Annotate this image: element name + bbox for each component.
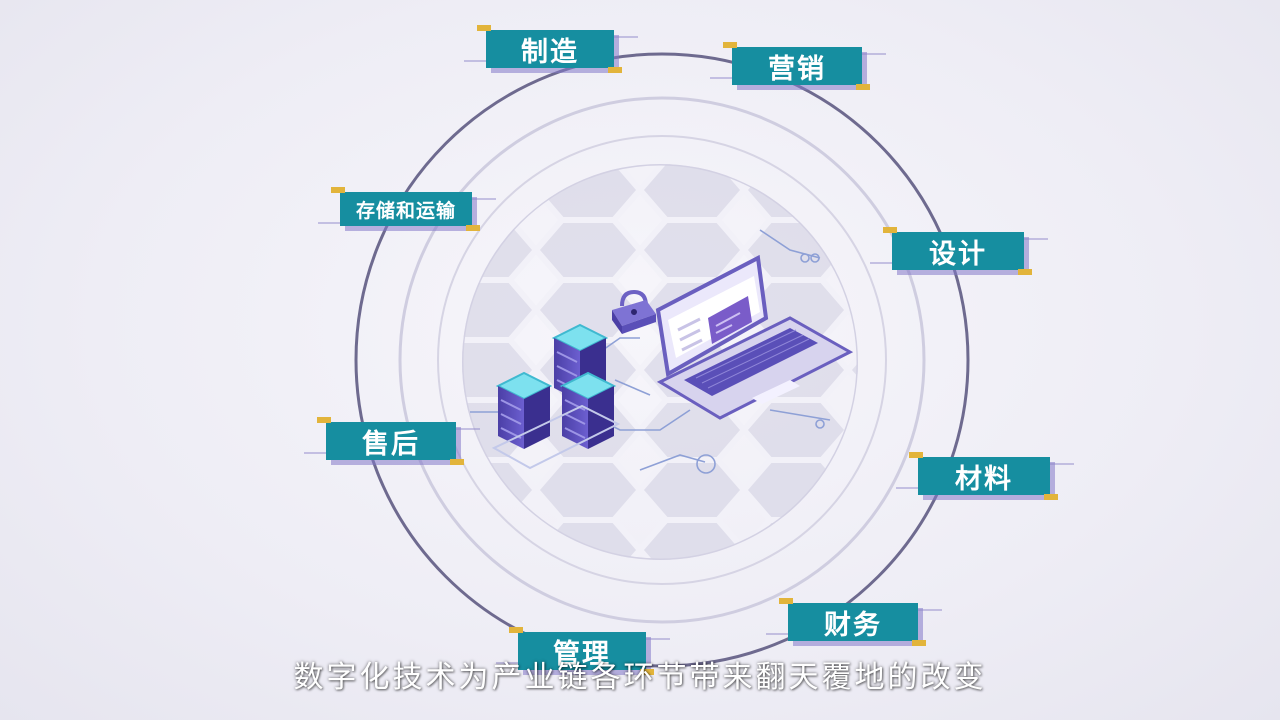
- label-text: 管理: [553, 638, 611, 670]
- label-text: 制造: [521, 36, 579, 68]
- label-text: 财务: [824, 609, 882, 641]
- label-finance: 财务: [766, 598, 942, 646]
- outer-ring: [354, 52, 970, 668]
- server-stack-icon: [491, 323, 621, 470]
- label-after-sales: 售后: [304, 417, 480, 465]
- circuit-lines: [470, 229, 831, 474]
- label-text: 存储和运输: [355, 199, 456, 222]
- label-text: 营销: [768, 53, 826, 85]
- label-marketing: 营销: [710, 42, 886, 90]
- label-text: 材料: [955, 463, 1013, 495]
- label-materials: 材料: [896, 452, 1074, 500]
- video-subtitle: 数字化技术为产业链各环节带来翻天覆地的改变: [293, 660, 987, 695]
- middle-ring: [398, 96, 926, 624]
- inner-ring: [437, 135, 887, 585]
- laptop-icon: [655, 254, 854, 420]
- label-text: 售后: [362, 428, 420, 460]
- label-text: 设计: [929, 238, 987, 270]
- label-management: 管理: [496, 627, 670, 675]
- label-manufacturing: 制造: [464, 25, 638, 73]
- credit-card-icon: [708, 296, 752, 344]
- label-storage-transport: 存储和运输: [318, 187, 496, 231]
- padlock-icon: [612, 289, 656, 334]
- label-design: 设计: [870, 227, 1048, 275]
